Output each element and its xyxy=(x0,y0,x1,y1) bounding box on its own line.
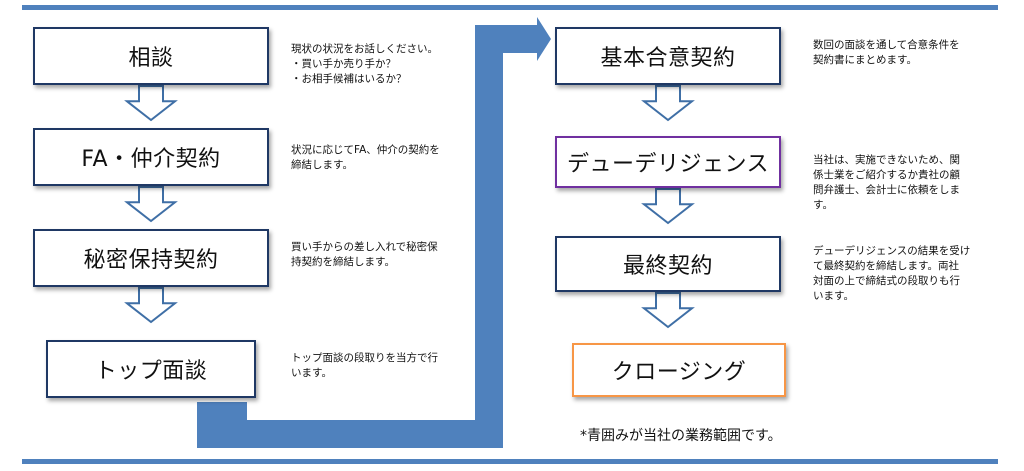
connector-arrow xyxy=(197,17,551,462)
down-arrow-1 xyxy=(124,85,178,122)
step-closing: クロージング xyxy=(572,343,786,397)
down-arrow-3 xyxy=(124,287,178,324)
step-due-diligence: デューデリジェンス xyxy=(555,136,781,188)
bottom-rule xyxy=(22,459,998,464)
step-final-agreement-note: デューデリジェンスの結果を受け て最終契約を締結します。両社 対面の上で締結式の… xyxy=(813,245,971,302)
step-nda-label: 秘密保持契約 xyxy=(83,248,219,273)
step-basic-agreement: 基本合意契約 xyxy=(555,27,781,85)
step-fa-agreement-note: 状況に応じてFA、仲介の契約を 締結します。 xyxy=(291,144,440,171)
step-final-agreement-label: 最終契約 xyxy=(622,254,713,279)
down-arrow-4 xyxy=(641,85,695,122)
step-consultation-note: 現状の状況をお話しください。 ・買い手か売り手か？ ・お相手候補はいるか？ xyxy=(291,43,438,85)
step-basic-agreement-label: 基本合意契約 xyxy=(600,46,736,71)
step-consultation-label: 相談 xyxy=(128,46,174,71)
step-top-meeting-label: トップ面談 xyxy=(94,359,208,384)
step-due-diligence-note: 当社は、実施できないため、関 係士業をご紹介するか貴社の顧 問弁護士、会計士に依… xyxy=(813,154,960,211)
down-arrow-2 xyxy=(124,186,178,223)
down-arrow-6 xyxy=(641,292,695,329)
step-fa-agreement-label: FA・仲介契約 xyxy=(81,147,221,172)
step-consultation: 相談 xyxy=(33,27,269,85)
top-rule xyxy=(22,5,998,10)
step-due-diligence-label: デューデリジェンス xyxy=(566,152,770,177)
step-top-meeting-note: トップ面談の段取りを当方で行 います。 xyxy=(291,352,438,379)
step-closing-label: クロージング xyxy=(611,360,747,385)
step-fa-agreement: FA・仲介契約 xyxy=(33,128,269,186)
step-nda: 秘密保持契約 xyxy=(33,229,269,287)
step-top-meeting: トップ面談 xyxy=(46,340,256,398)
step-basic-agreement-note: 数回の面談を通して合意条件を 契約書にまとめます。 xyxy=(813,39,960,66)
down-arrow-5 xyxy=(641,188,695,225)
step-final-agreement: 最終契約 xyxy=(555,236,781,292)
step-nda-note: 買い手からの差し入れで秘密保 持契約を締結します。 xyxy=(291,241,438,268)
footnote: *青囲みが当社の業務範囲です。 xyxy=(580,428,782,444)
